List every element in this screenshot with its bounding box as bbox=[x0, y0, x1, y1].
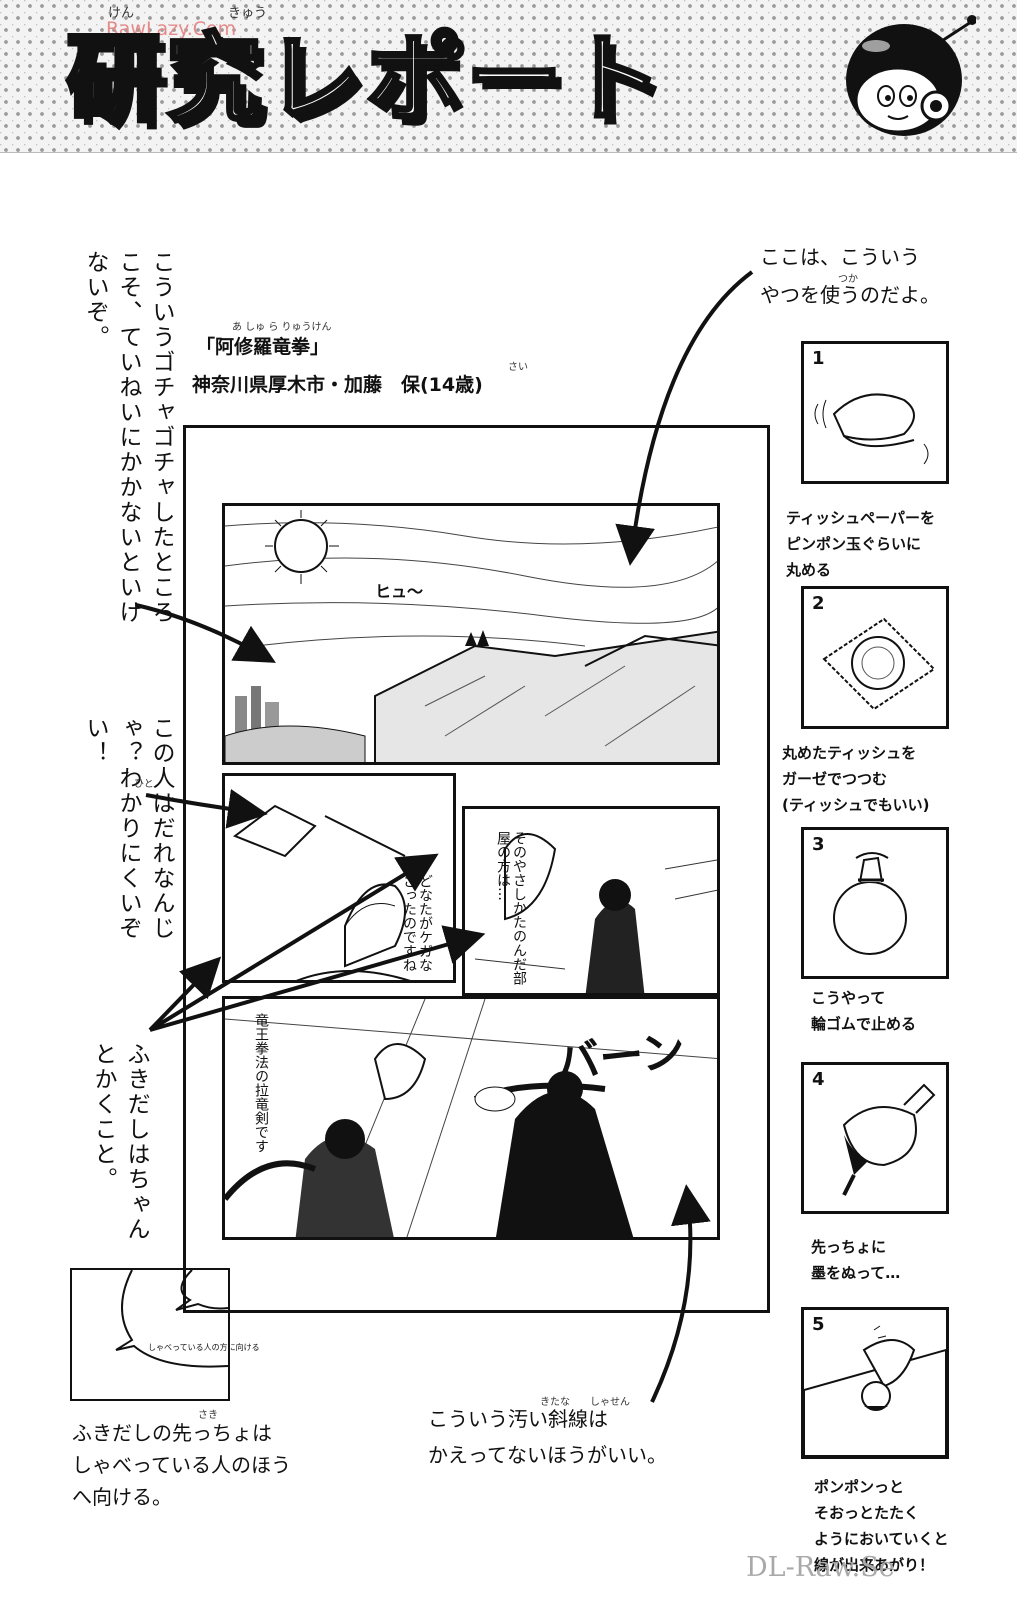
balloon-example-drawing bbox=[115, 1269, 229, 1368]
balloon-2-text: そのやさしかたのんだ部屋の方は… bbox=[495, 831, 527, 985]
entry-title-ruby: あ しゅ ら りゅうけん bbox=[232, 322, 332, 333]
step-5-caption-2: そおっとたたく bbox=[814, 1504, 920, 1522]
balloon-example-text: しゃべっている人の方に向ける bbox=[148, 1343, 260, 1352]
entry-title: 「阿修羅竜拳」 bbox=[196, 336, 330, 358]
step-5-caption-4: 線が出来あがり！ bbox=[814, 1556, 935, 1574]
watermark-top: RawLazy.Com bbox=[106, 18, 237, 40]
comment-hatching-ruby: きたな しゃせん bbox=[540, 1397, 630, 1408]
arrow-to-landscape bbox=[135, 603, 276, 663]
comment-draw-balloons: ふきだしはちゃんとかくこと。 bbox=[90, 1042, 149, 1242]
header-banner: RawLazy.Com けん きゅう 研究レポート bbox=[0, 0, 1017, 153]
comment-balloon-tip-line-2: しゃべっている人のほう bbox=[72, 1453, 291, 1477]
comment-unclear-character: この人はだれなんじゃ？わかりにくいぞい！ bbox=[82, 716, 174, 941]
comment-use-this-line-2: やつを使うのだよ。 bbox=[760, 283, 940, 307]
mascot-helmet-icon bbox=[846, 15, 976, 136]
tied-bag-icon bbox=[833, 852, 907, 955]
step-3-caption-1: こうやって bbox=[811, 989, 886, 1007]
gauze-icon bbox=[822, 617, 936, 711]
arrow-to-character bbox=[145, 788, 268, 829]
arrow-to-sky bbox=[615, 270, 754, 566]
step-1-caption-2: ピンポン玉ぐらいに bbox=[786, 535, 922, 553]
arrow-balloon-1 bbox=[148, 956, 222, 1032]
comment-unclear-ruby: ひと bbox=[134, 779, 154, 790]
arrow-balloon-2 bbox=[148, 853, 439, 1032]
sfx-wind: ヒュ〜 bbox=[375, 582, 424, 601]
manga-panel-character-b: そのやさしかたのんだ部屋の方は… bbox=[462, 806, 720, 996]
comment-balloon-tip-ruby: さき bbox=[198, 1410, 218, 1421]
entry-author-ruby: さい bbox=[508, 362, 528, 373]
comment-hatching-line-2: かえってないほうがいい。 bbox=[428, 1443, 667, 1467]
entry-author: 神奈川県厚木市・加藤 保(14歳) bbox=[192, 374, 483, 396]
step-4-number: 4 bbox=[812, 1069, 825, 1090]
step-5-caption-3: ようにおいていくと bbox=[814, 1530, 949, 1548]
step-5-box: 5 bbox=[801, 1307, 949, 1459]
step-3-number: 3 bbox=[812, 834, 825, 855]
comment-hatching-line-1: こういう汚い斜線は bbox=[428, 1407, 608, 1431]
step-1-box: 1 bbox=[801, 341, 949, 484]
step-3-box: 3 bbox=[801, 827, 949, 979]
character-b-drawing bbox=[465, 809, 717, 993]
comment-use-this-ruby: つか bbox=[838, 274, 858, 285]
arrow-to-hatching bbox=[650, 1184, 711, 1403]
step-5-number: 5 bbox=[812, 1314, 825, 1335]
comment-messy-area: こういうゴチャゴチャしたところこそ、ていねいにかかないといけないぞ。 bbox=[82, 250, 174, 625]
action-drawing bbox=[225, 999, 717, 1237]
step-4-caption-2: 墨をぬって… bbox=[811, 1264, 901, 1282]
balloon-3-text: 竜王拳法の拉竜剣です bbox=[253, 1013, 269, 1153]
arrow-balloon-3 bbox=[149, 925, 486, 1032]
step-1-number: 1 bbox=[812, 348, 825, 369]
step-5-caption-1: ポンポンっと bbox=[814, 1478, 905, 1496]
page-title: 研究レポート bbox=[64, 21, 666, 137]
title-ruby-right: きゅう bbox=[228, 6, 268, 21]
ink-dipped-tampon-icon bbox=[842, 1083, 936, 1196]
dabbing-hand-icon bbox=[803, 1325, 947, 1457]
step-2-number: 2 bbox=[812, 593, 825, 614]
comment-balloon-tip-line-1: ふきだしの先っちょは bbox=[72, 1421, 272, 1445]
comment-balloon-tip-line-3: へ向ける。 bbox=[72, 1485, 172, 1509]
step-1-caption-3: 丸める bbox=[786, 561, 832, 579]
step-2-caption-3: (ティッシュでもいい) bbox=[782, 796, 930, 814]
step-2-box: 2 bbox=[801, 586, 949, 729]
manga-panel-action: 竜王拳法の拉竜剣です バーン bbox=[222, 996, 720, 1240]
balloon-example-frame: しゃべっている人の方に向ける bbox=[70, 1268, 260, 1401]
step-4-box: 4 bbox=[801, 1062, 949, 1214]
hands-rolling-icon bbox=[814, 393, 929, 465]
step-2-caption-2: ガーゼでつつむ bbox=[782, 770, 888, 788]
step-2-caption-1: 丸めたティッシュを bbox=[782, 744, 917, 762]
step-3-caption-2: 輪ゴムで止める bbox=[811, 1015, 917, 1033]
step-4-caption-1: 先っちょに bbox=[811, 1238, 887, 1256]
landscape-drawing bbox=[225, 510, 717, 762]
comment-use-this-line-1: ここは、こういう bbox=[760, 245, 920, 269]
step-1-caption-1: ティッシュペーパーを bbox=[786, 509, 935, 527]
balloon-1-text: どなたがケガなさったのですね bbox=[401, 874, 433, 972]
title-ruby-left: けん bbox=[108, 6, 135, 21]
watermark-bottom: DL-Raw.Se bbox=[746, 1552, 895, 1583]
manga-page-frame bbox=[183, 425, 770, 1313]
